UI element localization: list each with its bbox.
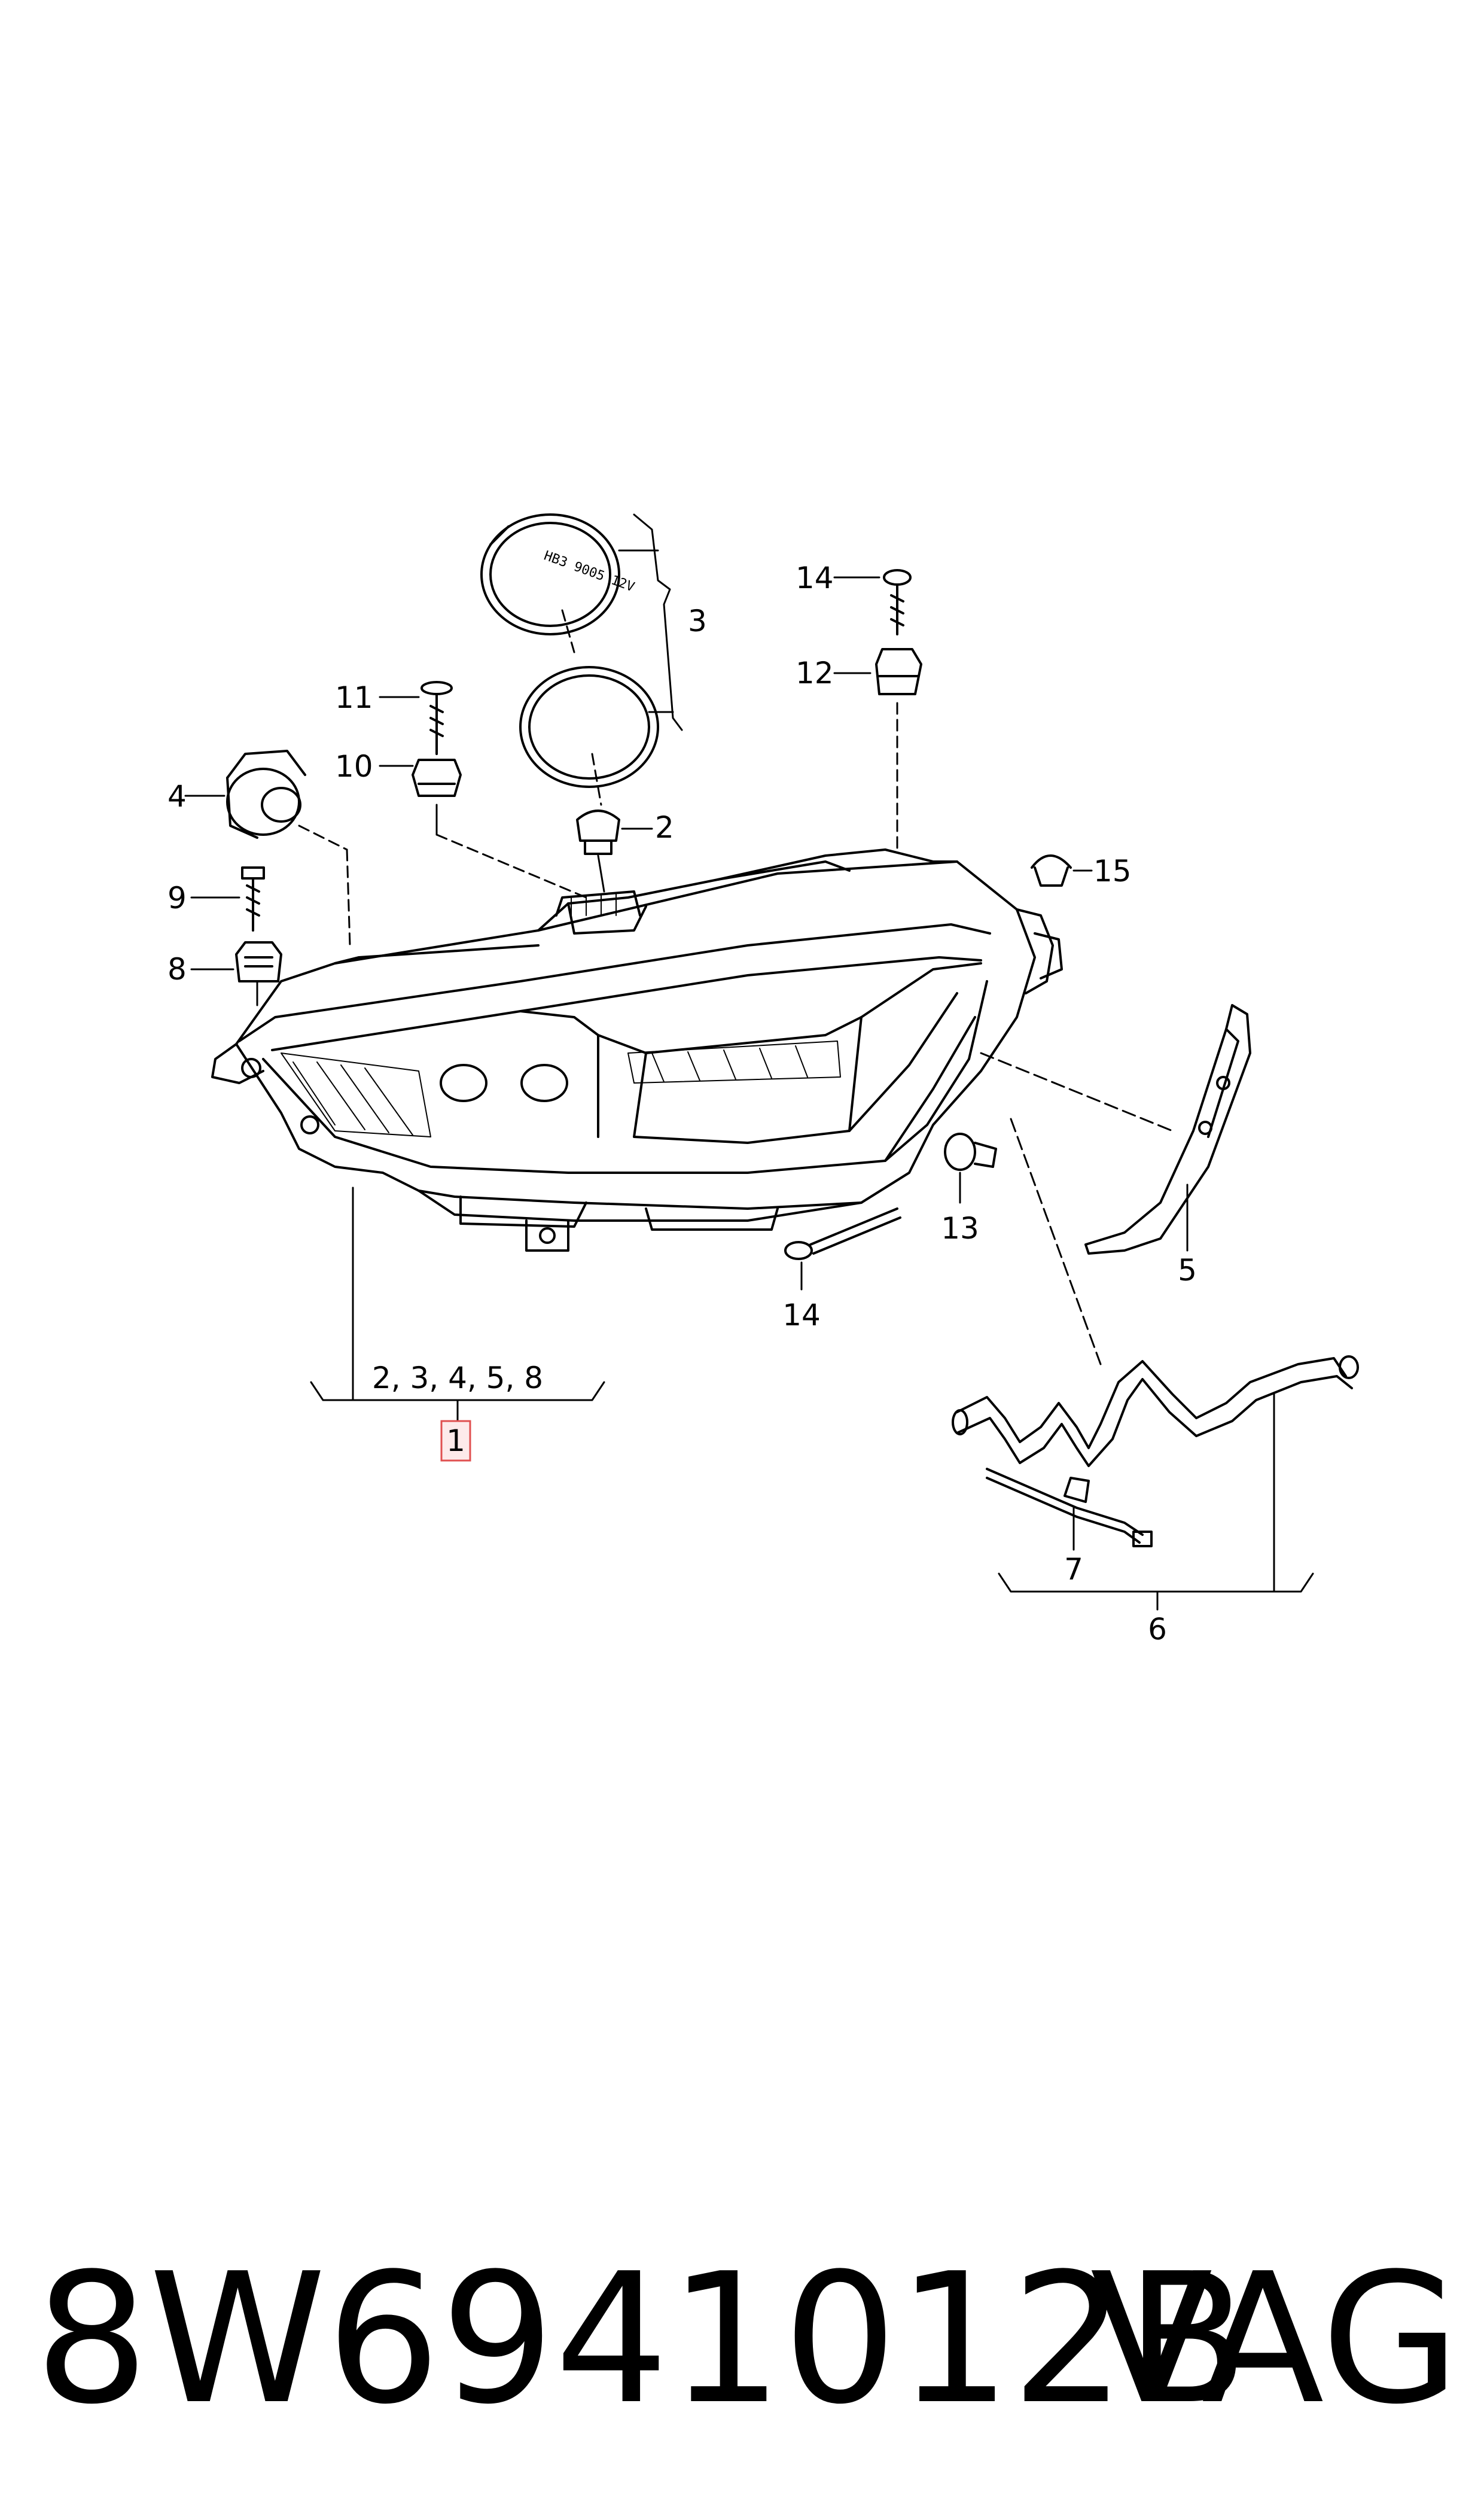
callout-15: 15	[1093, 854, 1132, 889]
callout-1: 1	[446, 1423, 465, 1458]
clip-12	[875, 648, 922, 695]
cover-seal-ring	[519, 666, 659, 788]
callout-5: 5	[1178, 1253, 1197, 1288]
callout-10: 10	[335, 749, 373, 784]
clip-10	[412, 759, 462, 797]
callout-4: 4	[167, 779, 187, 814]
bulb	[576, 810, 620, 855]
bulb-cover-cap	[480, 513, 620, 635]
bracket-5	[1084, 1004, 1251, 1255]
exploded-parts-diagram: HB3 9005 12V 1 2 3 4 5 6 7 8 9 10 11 12 …	[167, 513, 1359, 1647]
nut-8	[235, 941, 282, 982]
cap-label: HB3 9005 12V	[542, 549, 636, 595]
callout-7: 7	[1064, 1552, 1083, 1587]
callout-14-top: 14	[796, 561, 834, 595]
plug-15	[1031, 854, 1072, 887]
callout-9: 9	[167, 881, 187, 915]
leader-lines	[184, 513, 1314, 1611]
screw-11	[420, 681, 453, 755]
brand-name: VAG	[1090, 2235, 1460, 2444]
screw-14-top	[883, 569, 912, 635]
callout-11: 11	[335, 680, 373, 715]
screw-14-bottom	[784, 1207, 901, 1260]
cable-tie-7	[986, 1468, 1153, 1547]
callout-6: 6	[1148, 1612, 1167, 1647]
callout-group-1-parts: 2, 3, 4, 5, 8	[372, 1361, 543, 1395]
grommet-13	[944, 1133, 997, 1171]
part-number: 8W6941012B	[35, 2235, 1249, 2444]
callout-13: 13	[941, 1211, 979, 1246]
callout-14-bottom: 14	[782, 1298, 821, 1332]
footer: 8W6941012B VAG	[0, 2214, 1484, 2465]
headlight-assembly	[211, 848, 1063, 1252]
connector-housing	[226, 750, 306, 839]
highlight-box-1	[440, 1420, 471, 1462]
callout-3: 3	[688, 604, 707, 638]
callout-2: 2	[655, 810, 674, 845]
callout-12: 12	[796, 656, 834, 690]
screw-9	[241, 866, 265, 932]
callout-8: 8	[167, 952, 187, 987]
hose-6	[952, 1355, 1359, 1467]
